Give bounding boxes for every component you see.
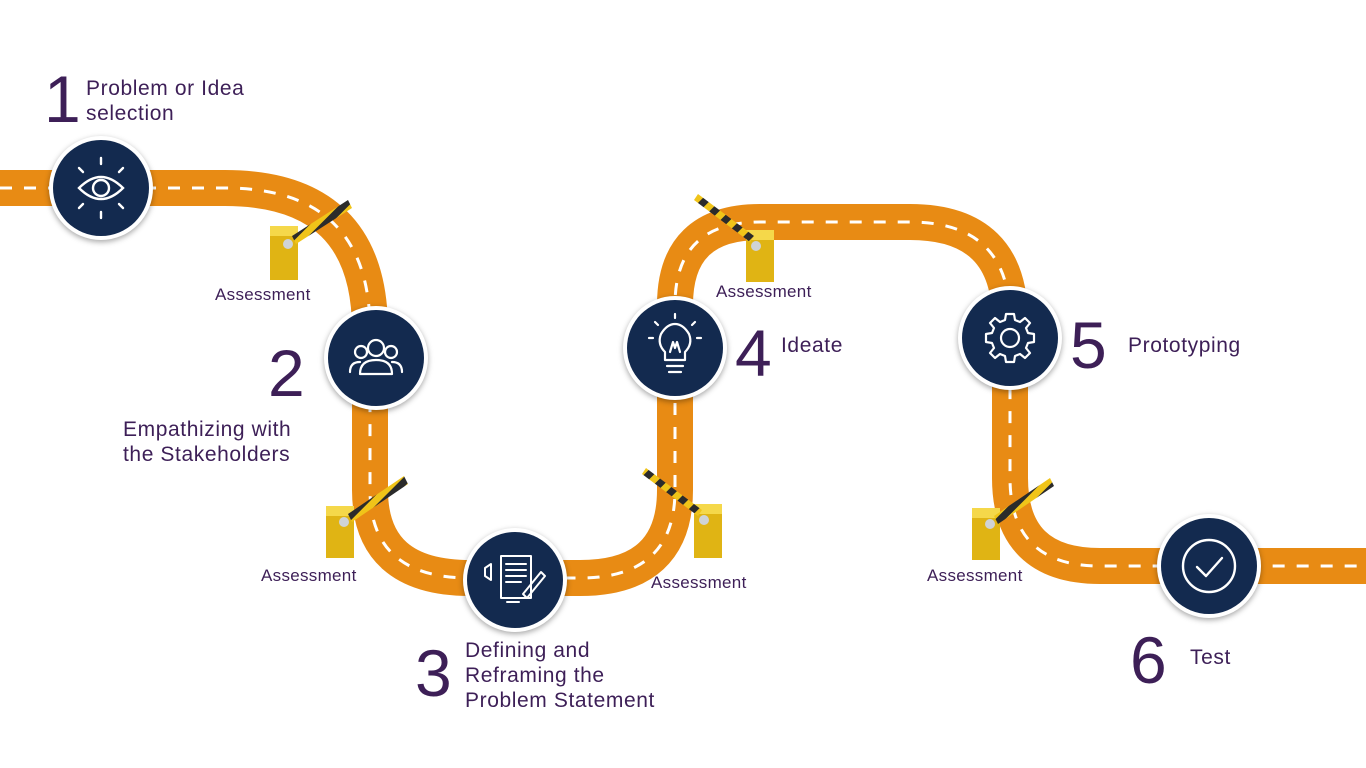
step-6-label: Test [1190, 646, 1231, 669]
step-3-node [463, 528, 567, 632]
eye-icon [77, 156, 125, 220]
step-4-number: 4 [735, 316, 772, 390]
assessment-label: Assessment [651, 573, 747, 592]
step-3-label: Defining and Reframing the Problem State… [465, 639, 655, 712]
step-5-node [958, 286, 1062, 390]
gate-barrier [326, 476, 408, 558]
step-2-node [324, 306, 428, 410]
step-3-number: 3 [415, 636, 452, 710]
checkmark-icon [1181, 538, 1237, 594]
step-5-label: Prototyping [1128, 334, 1241, 357]
step-6-number: 6 [1130, 623, 1167, 697]
step-6-node [1157, 514, 1261, 618]
document-icon [484, 555, 546, 603]
people-icon [348, 338, 404, 376]
step-4-node [623, 296, 727, 400]
step-5-number: 5 [1070, 308, 1107, 382]
step-2-number: 2 [268, 336, 305, 410]
gate-barrier [694, 194, 774, 282]
step-4-label: Ideate [781, 334, 843, 357]
assessment-label: Assessment [215, 285, 311, 304]
step-2-label: Empathizing with the Stakeholders [123, 418, 292, 466]
assessment-label: Assessment [927, 566, 1023, 585]
lightbulb-icon [647, 312, 703, 374]
step-1-number: 1 [44, 62, 81, 136]
step-1-label: Problem or Idea selection [86, 77, 245, 125]
step-1-node [49, 136, 153, 240]
assessment-label: Assessment [261, 566, 357, 585]
gate-barrier [642, 468, 722, 558]
gate-barrier [972, 478, 1054, 560]
gear-icon [984, 312, 1036, 364]
gate-barrier [270, 200, 352, 280]
assessment-label: Assessment [716, 282, 812, 301]
